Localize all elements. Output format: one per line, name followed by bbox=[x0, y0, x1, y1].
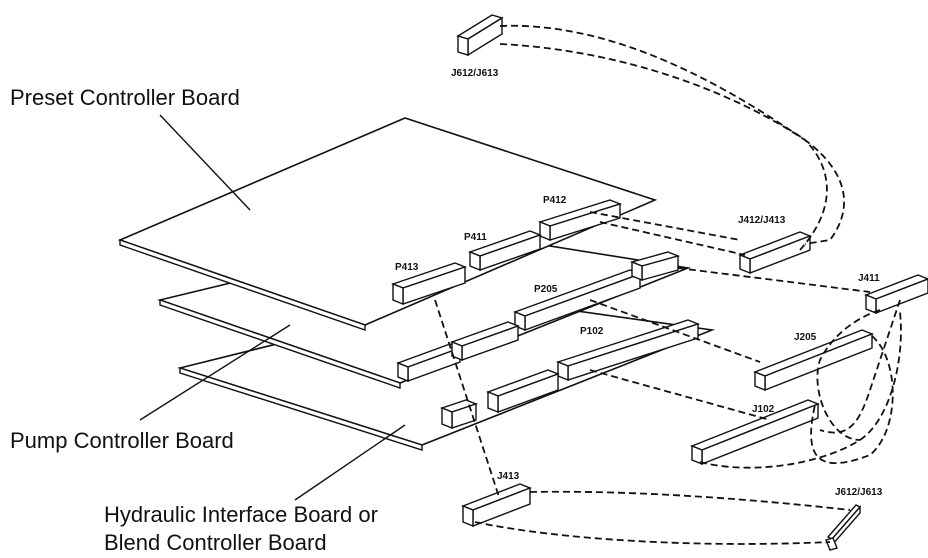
label-j102: J102 bbox=[752, 404, 775, 415]
cable-connector-j413 bbox=[461, 483, 532, 528]
label-p411: P411 bbox=[464, 232, 487, 243]
cable-j205-loop bbox=[810, 335, 894, 465]
cable-p205-to-j205 bbox=[589, 299, 761, 363]
cable-p412-to-j412-b bbox=[589, 211, 741, 241]
leader-preset bbox=[159, 114, 251, 211]
preset-controller-board bbox=[117, 117, 658, 331]
cable-j413-to-j612-b bbox=[474, 521, 831, 545]
label-j411: J411 bbox=[858, 273, 880, 284]
label-j205: J205 bbox=[794, 332, 817, 343]
label-pump-controller-board: Pump Controller Board bbox=[10, 428, 234, 453]
cable-p412-to-j412 bbox=[599, 221, 746, 256]
cable-j102-loop bbox=[699, 311, 902, 469]
label-p205: P205 bbox=[534, 284, 558, 295]
label-j612-j613-bottom: J612/J613 bbox=[835, 487, 883, 498]
cable-p413-to-j413 bbox=[434, 299, 501, 501]
connector-pump-right bbox=[629, 251, 681, 282]
cable-connector-j612-bottom bbox=[825, 504, 862, 551]
label-hydraulic-interface-board: Hydraulic Interface Board or bbox=[104, 502, 378, 527]
label-p102: P102 bbox=[580, 326, 604, 337]
cable-j612-to-j412 bbox=[499, 24, 845, 245]
connector-hydraulic-mid bbox=[486, 369, 560, 414]
cable-j411-loop-a bbox=[816, 309, 881, 441]
connector-p205 bbox=[513, 269, 642, 332]
label-preset-controller-board: Preset Controller Board bbox=[10, 85, 240, 110]
connector-p413 bbox=[390, 262, 468, 306]
cable-p102-to-j102 bbox=[589, 369, 771, 421]
cable-connector-j102 bbox=[690, 399, 820, 466]
cable-connector-j612-top bbox=[456, 14, 504, 57]
connector-p102 bbox=[555, 319, 701, 382]
label-p412: P412 bbox=[543, 195, 567, 206]
label-j612-j613-top: J612/J613 bbox=[451, 68, 499, 79]
leader-pump bbox=[139, 324, 291, 421]
label-j413: J413 bbox=[497, 471, 520, 482]
cable-j413-to-j612 bbox=[529, 490, 851, 511]
label-j412-j413: J412/J413 bbox=[738, 215, 786, 226]
label-p413: P413 bbox=[395, 262, 419, 273]
cable-connector-j411 bbox=[864, 274, 928, 315]
cable-j612-to-j412-b bbox=[499, 43, 828, 251]
connector-pump-left bbox=[396, 343, 462, 383]
connector-p411 bbox=[468, 230, 542, 272]
connector-p412 bbox=[537, 199, 623, 242]
cable-preset-to-j411 bbox=[677, 267, 871, 293]
connector-pump-mid bbox=[450, 321, 520, 362]
cable-j411-loop-b bbox=[819, 299, 901, 434]
cable-connector-j412 bbox=[738, 231, 812, 275]
cable-group bbox=[434, 24, 902, 545]
label-blend-controller-board: Blend Controller Board bbox=[104, 530, 327, 555]
leader-hydraulic bbox=[294, 424, 406, 501]
